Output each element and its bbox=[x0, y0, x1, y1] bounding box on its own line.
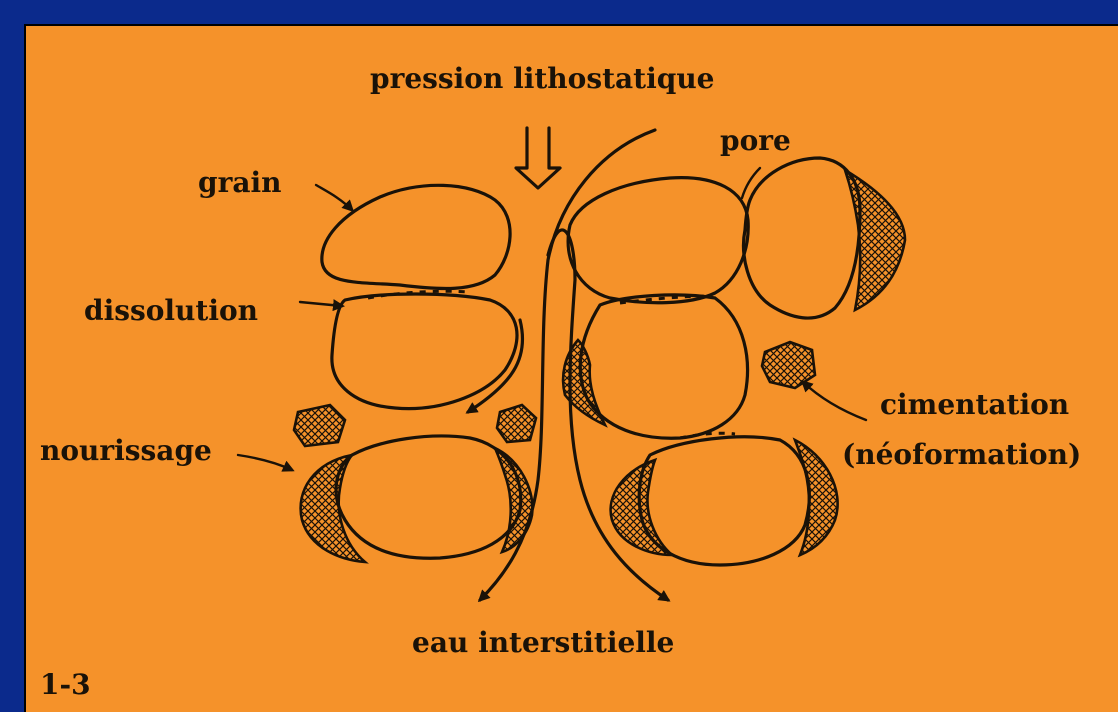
overgrowth-bottom-right-right bbox=[795, 440, 838, 555]
label-grain: grain bbox=[198, 166, 281, 199]
nourissage-pointer-arrow bbox=[238, 455, 292, 470]
cimentation-pointer-arrow bbox=[803, 382, 866, 420]
cement-patch-center bbox=[497, 405, 536, 442]
cement-patch-left bbox=[294, 405, 345, 446]
grain-top-left bbox=[322, 185, 510, 288]
figure-number: 1-3 bbox=[40, 668, 91, 701]
grain-middle-left bbox=[332, 294, 517, 409]
label-cimentation: cimentation bbox=[880, 388, 1069, 421]
cement-patch-right bbox=[762, 342, 815, 388]
label-nourissage: nourissage bbox=[40, 434, 212, 467]
overgrowth-left-inner bbox=[495, 448, 532, 552]
label-pression-lithostatique: pression lithostatique bbox=[370, 62, 715, 95]
dissolution-pointer-arrow bbox=[300, 302, 342, 306]
flow-line-inner bbox=[468, 320, 523, 412]
label-neoformation: (néoformation) bbox=[842, 438, 1081, 471]
grain-far-top-right bbox=[744, 158, 860, 318]
label-pore: pore bbox=[720, 124, 791, 157]
overgrowth-top-right bbox=[845, 170, 905, 310]
pore-pointer-arrow bbox=[742, 168, 760, 198]
grain-bottom-left bbox=[336, 436, 521, 558]
grain-middle-right bbox=[580, 295, 747, 438]
label-eau-interstitielle: eau interstitielle bbox=[412, 626, 674, 659]
overgrowth-left-outer bbox=[301, 455, 365, 562]
label-dissolution: dissolution bbox=[84, 294, 258, 327]
pressure-arrow bbox=[516, 128, 560, 188]
grain-top-right bbox=[568, 178, 748, 303]
grain-pointer-arrow bbox=[316, 185, 352, 210]
